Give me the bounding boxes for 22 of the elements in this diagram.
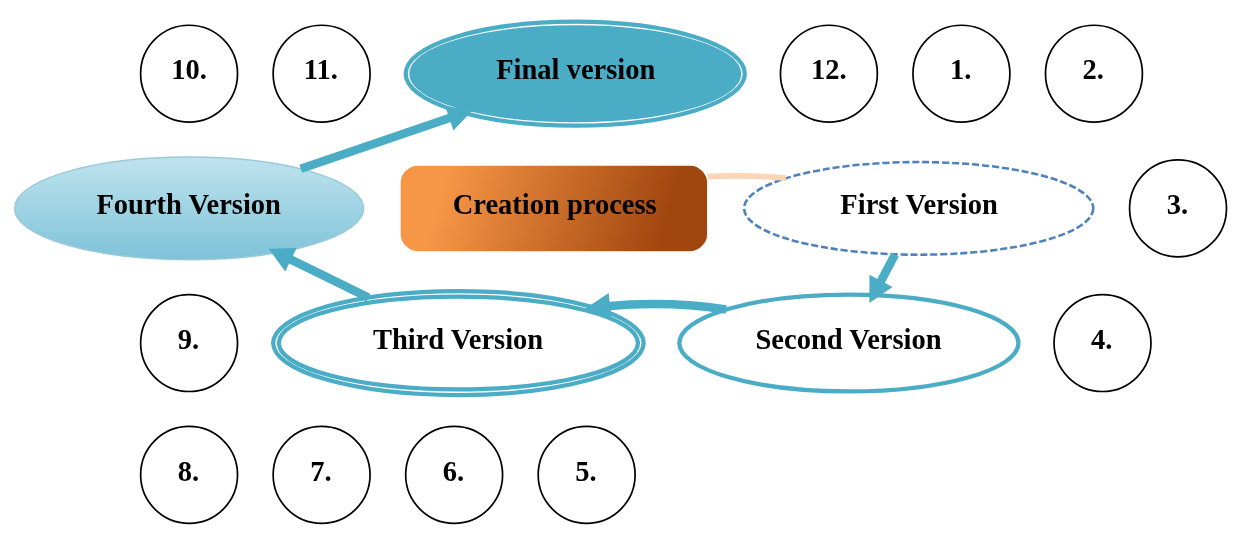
arrow bbox=[299, 105, 473, 173]
node-circle: 6. bbox=[404, 425, 504, 524]
node-circle: 8. bbox=[139, 425, 239, 524]
node-circle: 7. bbox=[272, 425, 371, 524]
node-circle: 5. bbox=[537, 425, 636, 524]
connector bbox=[707, 172, 787, 181]
node-ellipse: Second Version bbox=[677, 291, 1021, 394]
node-box: Creation process bbox=[399, 163, 709, 253]
node-circle: 1. bbox=[912, 23, 1011, 123]
arrow bbox=[869, 251, 899, 303]
node-circle: 10. bbox=[139, 23, 239, 123]
node-circle: 11. bbox=[272, 23, 371, 123]
node-ellipse: Fourth Version bbox=[13, 155, 365, 260]
arrow bbox=[268, 247, 371, 301]
node-circle: 9. bbox=[139, 293, 239, 392]
node-ellipse: First Version bbox=[742, 160, 1095, 256]
arrow bbox=[585, 292, 727, 319]
node-ellipse: Third Version bbox=[271, 288, 646, 397]
node-circle: 3. bbox=[1128, 158, 1228, 258]
node-circle: 4. bbox=[1053, 293, 1152, 392]
node-circle: 2. bbox=[1044, 23, 1144, 123]
node-circle: 12. bbox=[779, 23, 879, 123]
